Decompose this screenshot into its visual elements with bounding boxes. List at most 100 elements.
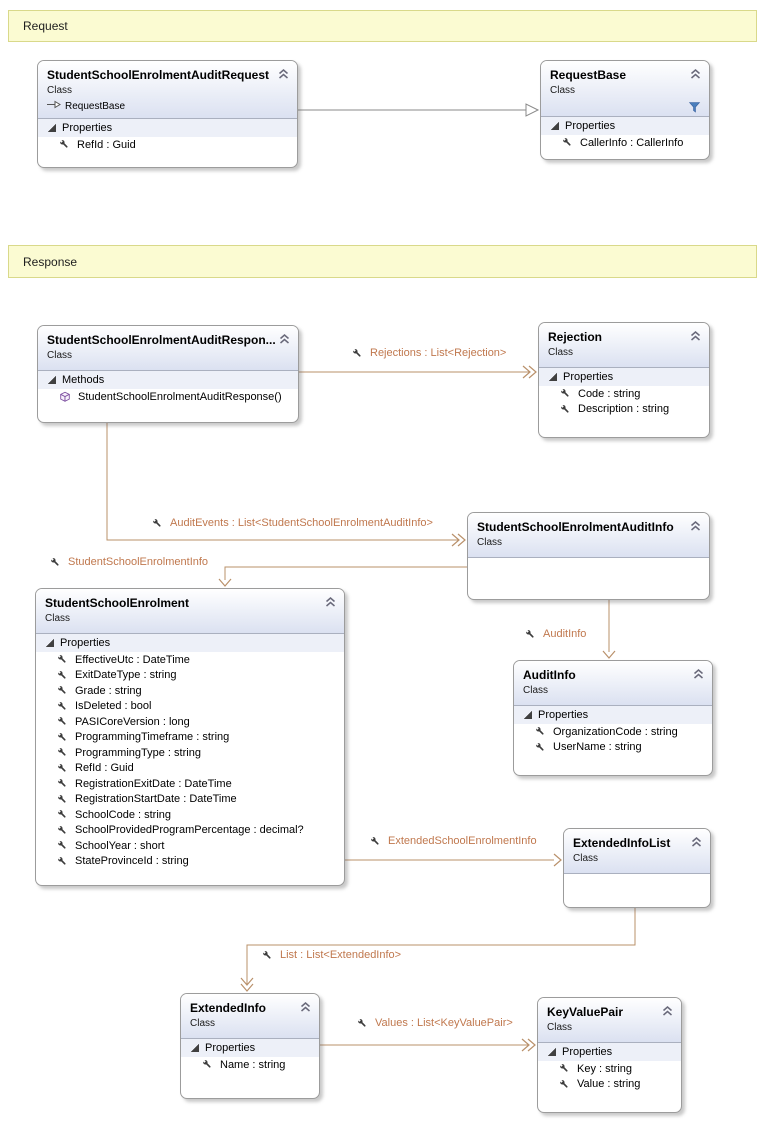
member-row[interactable]: SchoolProvidedProgramPercentage : decima… (36, 823, 344, 839)
section-expander-icon[interactable] (48, 124, 56, 132)
connector-label-extended-school-enrolment-info[interactable]: ExtendedSchoolEnrolmentInfo (370, 835, 537, 847)
member-row[interactable]: RegistrationExitDate : DateTime (36, 776, 344, 792)
member-row[interactable]: Grade : string (36, 683, 344, 699)
wrench-icon (560, 404, 571, 415)
connector-audit-info-association[interactable] (602, 600, 616, 659)
member-row[interactable]: Key : string (538, 1061, 681, 1077)
connector-label-values[interactable]: Values : List<KeyValuePair> (357, 1017, 513, 1029)
member-label: SchoolCode : string (75, 808, 171, 821)
section-expander-icon[interactable] (191, 1044, 199, 1052)
collapse-button[interactable] (300, 1002, 311, 1012)
connector-label-audit-info-association[interactable]: AuditInfo (525, 628, 586, 640)
member-label: CallerInfo : CallerInfo (580, 136, 684, 149)
section-header-properties[interactable]: Properties (538, 1043, 681, 1061)
member-row[interactable]: StudentSchoolEnrolmentAuditResponse() (38, 389, 298, 405)
member-row[interactable]: IsDeleted : bool (36, 699, 344, 715)
double-chevron-up-icon (300, 999, 311, 1016)
member-row[interactable]: RefId : Guid (38, 137, 297, 153)
connector-student-school-enrolment-info[interactable] (218, 566, 467, 587)
member-row[interactable]: ProgrammingType : string (36, 745, 344, 761)
double-chevron-up-icon (662, 1003, 673, 1020)
wrench-icon (57, 825, 68, 836)
class-title: StudentSchoolEnrolmentAuditInfo (477, 520, 674, 534)
member-row[interactable]: RegistrationStartDate : DateTime (36, 792, 344, 808)
connector-label-list[interactable]: List : List<ExtendedInfo> (262, 949, 401, 961)
member-row[interactable]: Value : string (538, 1077, 681, 1093)
collapse-button[interactable] (278, 69, 289, 79)
class-title: KeyValuePair (547, 1005, 624, 1019)
member-row[interactable]: CallerInfo : CallerInfo (541, 135, 709, 151)
member-row[interactable]: Code : string (539, 386, 709, 402)
section-header-methods[interactable]: Methods (38, 371, 298, 389)
double-chevron-up-icon (325, 594, 336, 611)
class-stereotype: Class (47, 350, 73, 361)
member-row[interactable]: ExitDateType : string (36, 668, 344, 684)
section-header-properties[interactable]: Properties (514, 706, 712, 724)
wrench-icon (562, 137, 573, 148)
member-row[interactable]: SchoolYear : short (36, 838, 344, 854)
connector-rejections[interactable] (299, 365, 537, 379)
member-row[interactable]: PASICoreVersion : long (36, 714, 344, 730)
member-row[interactable]: OrganizationCode : string (514, 724, 712, 740)
member-row[interactable]: EffectiveUtc : DateTime (36, 652, 344, 668)
section-expander-icon[interactable] (46, 639, 54, 647)
connector-label-text: AuditEvents : List<StudentSchoolEnrolmen… (170, 517, 433, 529)
connector-generalization-requestbase[interactable] (298, 103, 540, 117)
connector-label-audit-events[interactable]: AuditEvents : List<StudentSchoolEnrolmen… (152, 517, 433, 529)
collapse-button[interactable] (693, 669, 704, 679)
member-label: RegistrationExitDate : DateTime (75, 777, 232, 790)
section-expander-icon[interactable] (549, 373, 557, 381)
double-chevron-up-icon (278, 66, 289, 83)
collapse-button[interactable] (691, 837, 702, 847)
group-banner-request[interactable]: Request (8, 10, 757, 42)
section-header-properties[interactable]: Properties (539, 368, 709, 386)
section-expander-icon[interactable] (48, 376, 56, 384)
connector-extended-school-enrolment-info[interactable] (345, 853, 562, 867)
section-expander-icon[interactable] (548, 1048, 556, 1056)
section-header-properties[interactable]: Properties (36, 634, 344, 652)
member-row[interactable]: Name : string (181, 1057, 319, 1073)
class-header: StudentSchoolEnrolmentAuditRespon...Clas… (38, 326, 298, 371)
connector-values[interactable] (320, 1038, 536, 1052)
collapse-button[interactable] (690, 69, 701, 79)
wrench-icon (57, 716, 68, 727)
collapse-button[interactable] (279, 334, 290, 344)
member-row[interactable]: ProgrammingTimeframe : string (36, 730, 344, 746)
member-row[interactable]: RefId : Guid (36, 761, 344, 777)
section-expander-icon[interactable] (524, 711, 532, 719)
section-header-properties[interactable]: Properties (541, 117, 709, 135)
collapse-button[interactable] (662, 1006, 673, 1016)
section-header-properties[interactable]: Properties (38, 119, 297, 137)
member-row[interactable]: UserName : string (514, 740, 712, 756)
member-label: Code : string (578, 387, 641, 400)
section-expander-icon[interactable] (551, 122, 559, 130)
group-banner-response[interactable]: Response (8, 245, 757, 278)
wrench-icon (57, 732, 68, 743)
collapse-button[interactable] (690, 331, 701, 341)
connector-label-rejections[interactable]: Rejections : List<Rejection> (352, 347, 506, 359)
member-row[interactable]: SchoolCode : string (36, 807, 344, 823)
member-label: SchoolProvidedProgramPercentage : decima… (75, 824, 304, 837)
section-header-properties[interactable]: Properties (181, 1039, 319, 1057)
member-row[interactable]: Description : string (539, 402, 709, 418)
collapse-button[interactable] (325, 597, 336, 607)
connector-label-student-school-enrolment-info[interactable]: StudentSchoolEnrolmentInfo (50, 556, 208, 568)
member-row[interactable]: StateProvinceId : string (36, 854, 344, 870)
wrench-icon (352, 348, 363, 359)
collapse-button[interactable] (690, 521, 701, 531)
class-box-student-school-enrolment-audit-response[interactable]: StudentSchoolEnrolmentAuditRespon...Clas… (37, 325, 299, 423)
wrench-icon (57, 685, 68, 696)
filter-button[interactable] (688, 102, 701, 113)
